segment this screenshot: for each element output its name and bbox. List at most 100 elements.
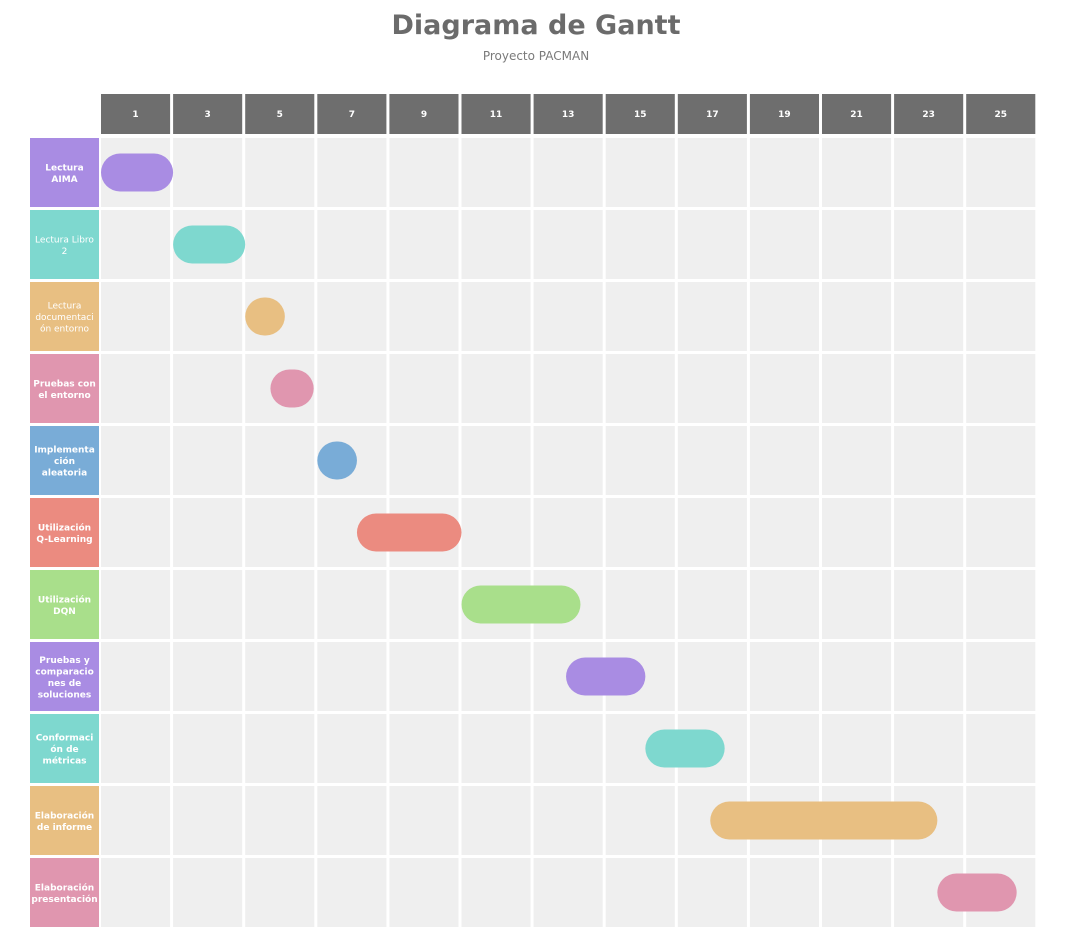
grid-cell (317, 570, 387, 639)
task-bar (356, 513, 462, 552)
task-bar (245, 297, 285, 336)
grid-cell (966, 642, 1036, 711)
grid-cell (173, 498, 243, 567)
grid-cell (677, 138, 747, 207)
x-tick-label: 3 (205, 110, 211, 120)
grid-cell (822, 570, 892, 639)
grid-cell (245, 498, 315, 567)
grid-cell (894, 354, 964, 423)
header-cell (749, 94, 819, 134)
grid-cell (245, 138, 315, 207)
grid-cell (317, 210, 387, 279)
task-bar (317, 441, 357, 480)
x-tick-label: 13 (562, 110, 575, 120)
grid-cell (173, 786, 243, 855)
x-tick-label: 7 (349, 110, 355, 120)
task-label-box (30, 858, 99, 927)
grid-cell (749, 282, 819, 351)
grid-cell (894, 714, 964, 783)
grid-cell (533, 498, 603, 567)
grid-cell (461, 858, 531, 927)
grid-cell (317, 282, 387, 351)
grid-cell (533, 426, 603, 495)
x-tick-label: 5 (277, 110, 283, 120)
grid-cell (461, 354, 531, 423)
grid-cell (461, 786, 531, 855)
grid-cell (173, 282, 243, 351)
task-bar (173, 225, 246, 264)
grid-cell (966, 426, 1036, 495)
header-cell (822, 94, 892, 134)
task-bar (461, 585, 581, 624)
header-cell (173, 94, 243, 134)
task-label-box (30, 786, 99, 855)
grid-cell (461, 282, 531, 351)
grid-cell (461, 642, 531, 711)
grid-cell (101, 498, 171, 567)
grid-cell (894, 498, 964, 567)
grid-cell (173, 138, 243, 207)
grid-cell (461, 426, 531, 495)
grid-cell (822, 714, 892, 783)
grid-cell (966, 570, 1036, 639)
task-label-box (30, 498, 99, 567)
task-bar (937, 873, 1017, 912)
grid-cell (317, 786, 387, 855)
grid-cell (822, 858, 892, 927)
grid-cell (822, 354, 892, 423)
header-cell (389, 94, 459, 134)
header-cell (461, 94, 531, 134)
grid-cell (966, 786, 1036, 855)
grid-cell (605, 498, 675, 567)
grid-cell (533, 282, 603, 351)
grid-cell (101, 786, 171, 855)
grid-cell (389, 786, 459, 855)
grid-cell (317, 642, 387, 711)
grid-cell (605, 210, 675, 279)
x-tick-label: 17 (706, 110, 719, 120)
grid-cell (677, 642, 747, 711)
header-cell (605, 94, 675, 134)
grid-cell (461, 714, 531, 783)
grid-cell (173, 858, 243, 927)
grid-cell (966, 210, 1036, 279)
grid-cell (101, 426, 171, 495)
task-label-box (30, 282, 99, 351)
chart-title: Diagrama de Gantt (391, 10, 681, 41)
grid-cell (317, 714, 387, 783)
grid-cell (533, 138, 603, 207)
task-label-box (30, 138, 99, 207)
grid-cell (461, 210, 531, 279)
task-bar (710, 801, 938, 840)
grid-cell (389, 210, 459, 279)
grid-cell (605, 426, 675, 495)
grid-cell (245, 570, 315, 639)
grid-cell (389, 354, 459, 423)
grid-cell (605, 138, 675, 207)
grid-cell (966, 354, 1036, 423)
task-bar (101, 153, 174, 192)
grid-cell (966, 498, 1036, 567)
grid-cell (677, 210, 747, 279)
grid-cell (317, 858, 387, 927)
grid-cell (389, 282, 459, 351)
grid-cell (317, 354, 387, 423)
grid-cell (245, 642, 315, 711)
task-label-box (30, 354, 99, 423)
grid-cell (101, 570, 171, 639)
grid-cell (677, 282, 747, 351)
task-label-box (30, 570, 99, 639)
grid-cell (822, 138, 892, 207)
grid-cell (533, 210, 603, 279)
grid-cell (677, 498, 747, 567)
header-cell (245, 94, 315, 134)
